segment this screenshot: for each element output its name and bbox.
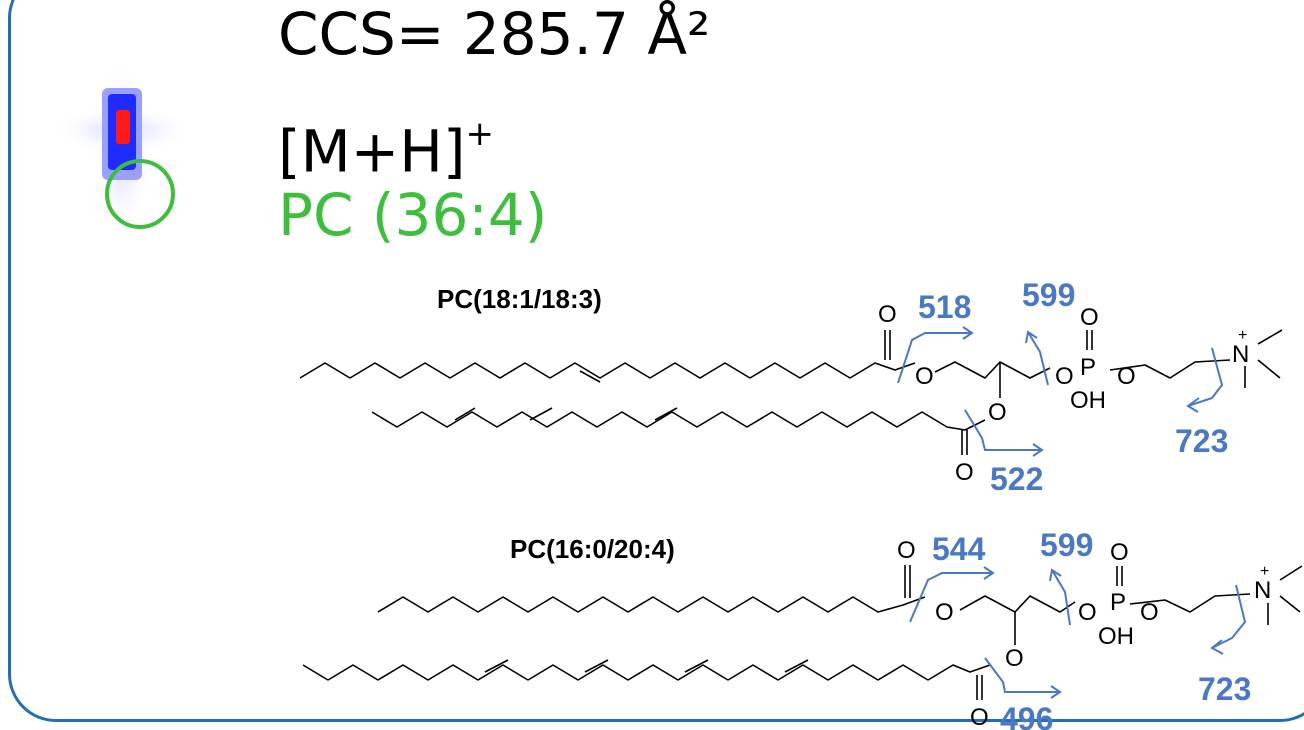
structure-1-atom-o-p-link: O bbox=[1117, 363, 1136, 390]
heatmap-core-hot bbox=[116, 110, 130, 144]
structure-1-fragment-518: 518 bbox=[918, 289, 971, 325]
structure-2-cut-723-arrow bbox=[1210, 639, 1224, 655]
structure-2-atom-o-sn2: O bbox=[1005, 645, 1024, 672]
structure-2-sn2-double-2 bbox=[584, 659, 609, 673]
structure-1-title: PC(18:1/18:3) bbox=[437, 284, 602, 314]
structure-1-cut-522-arrow bbox=[1032, 443, 1044, 457]
structure-1-atom-oh: OH bbox=[1070, 387, 1106, 414]
structure-2-atom-p: P bbox=[1110, 589, 1126, 616]
structure-2-cut-599 bbox=[1051, 569, 1071, 626]
structure-2-atom-o-link1: O bbox=[935, 599, 954, 626]
structure-2-atom-n-charge: + bbox=[1260, 563, 1269, 580]
structure-2-atom-o-top: O bbox=[897, 537, 916, 564]
structure-2-fragment-496: 496 bbox=[1000, 701, 1053, 730]
adduct-charge: + bbox=[465, 114, 495, 154]
structure-1-sn2-double-3 bbox=[654, 407, 678, 421]
structure-1-atom-p: P bbox=[1080, 354, 1096, 381]
structure-2-n-methyl-1 bbox=[1279, 565, 1303, 581]
structure-2-headgroup bbox=[1129, 593, 1251, 613]
structure-1-cut-518-arrow bbox=[962, 326, 974, 340]
structure-2-title: PC(16:0/20:4) bbox=[510, 534, 675, 564]
structure-1-atom-o-p-top: O bbox=[1080, 304, 1099, 331]
structure-1-fragment-723: 723 bbox=[1175, 423, 1228, 459]
structure-1-double-bond bbox=[579, 370, 601, 383]
structure-1-n-methyl-1 bbox=[1257, 329, 1283, 345]
structure-1-cut-723 bbox=[1187, 347, 1224, 407]
structure-1-glycerol bbox=[934, 361, 1051, 379]
structure-2-fragment-599: 599 bbox=[1040, 527, 1093, 563]
structure-2-atom-o-sn2-carbonyl: O bbox=[970, 704, 989, 730]
structure-2-fragment-723: 723 bbox=[1198, 671, 1251, 707]
highlight-circle bbox=[105, 159, 175, 229]
structure-1-fragment-599: 599 bbox=[1022, 277, 1075, 313]
structure-1-sn1-chain bbox=[299, 362, 916, 379]
structure-1-cut-723-arrow bbox=[1186, 397, 1200, 413]
structure-2-atom-o-p-top: O bbox=[1110, 539, 1129, 566]
ccs-value: CCS= 285.7 Å² bbox=[278, 0, 711, 68]
structure-1-cut-599-arrow bbox=[1025, 330, 1038, 344]
structure-1-atom-o-sn2-carbonyl: O bbox=[955, 459, 974, 486]
structure-2-n-methyl-2 bbox=[1279, 595, 1301, 613]
structure-1-sn2-double-2 bbox=[529, 407, 553, 421]
structure-1: PC(18:1/18:3) O O O P O O OH N + O O bbox=[299, 277, 1283, 497]
structure-2-sn1-chain bbox=[377, 596, 926, 613]
structure-2-sn2-double-3 bbox=[684, 659, 709, 673]
structure-1-atom-o-link1: O bbox=[915, 363, 934, 390]
structure-1-sn2-chain bbox=[371, 411, 986, 431]
slide-panel-border bbox=[8, 0, 1304, 722]
structure-2-cut-496-arrow bbox=[1050, 685, 1062, 699]
structure-2-atom-n: N bbox=[1254, 577, 1271, 604]
structure-1-cut-518 bbox=[897, 332, 972, 384]
structure-2-atom-oh: OH bbox=[1098, 623, 1134, 650]
structure-2-cut-599-arrow bbox=[1049, 568, 1062, 582]
structure-1-fragment-522: 522 bbox=[990, 461, 1043, 497]
lipid-class-label: PC (36:4) bbox=[278, 181, 548, 249]
structure-2-cut-544-arrow bbox=[983, 566, 995, 580]
structure-1-sn2-double-1 bbox=[454, 407, 476, 421]
structure-2-atom-o-link2: O bbox=[1078, 599, 1097, 626]
structure-2-cut-496 bbox=[984, 657, 1060, 693]
adduct-base: [M+H] bbox=[278, 117, 466, 186]
structure-2-glycerol bbox=[959, 595, 1076, 613]
structure-1-atom-o-top: O bbox=[878, 301, 897, 328]
ion-mobility-heatmap bbox=[52, 60, 192, 240]
structure-1-cut-599 bbox=[1027, 331, 1049, 386]
structure-1-headgroup bbox=[1109, 359, 1231, 379]
structure-1-atom-n-charge: + bbox=[1238, 327, 1247, 344]
structure-2-sn2-double-4 bbox=[784, 659, 809, 673]
structure-2-atom-o-p-link: O bbox=[1140, 599, 1159, 626]
structure-1-atom-o-sn2: O bbox=[988, 399, 1007, 426]
structure-1-n-methyl-2 bbox=[1257, 359, 1281, 379]
structure-1-atom-n: N bbox=[1232, 341, 1249, 368]
structure-2-cut-544 bbox=[909, 572, 993, 623]
structure-2-sn2-chain bbox=[302, 664, 991, 681]
structure-1-atom-o-link2: O bbox=[1055, 363, 1074, 390]
adduct-label: [M+H]+ bbox=[278, 100, 494, 191]
structure-2-sn2-double-1 bbox=[484, 659, 509, 673]
structure-2: PC(16:0/20:4) O O O P O O OH N + O O bbox=[302, 527, 1303, 730]
structure-1-cut-522 bbox=[964, 409, 1042, 451]
structure-2-cut-723 bbox=[1211, 584, 1247, 649]
structure-2-fragment-544: 544 bbox=[932, 531, 986, 567]
